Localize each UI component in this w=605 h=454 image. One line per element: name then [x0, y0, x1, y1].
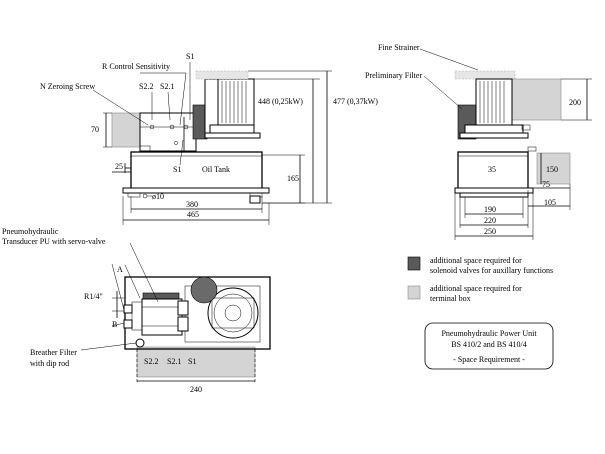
dim-250: 250 — [484, 227, 496, 236]
label-fine-strainer: Fine Strainer — [378, 43, 420, 52]
dim-220: 220 — [484, 216, 496, 225]
label-top-s21: S2.1 — [167, 357, 181, 366]
label-transducer-line1: Pneumohydraulic — [2, 227, 59, 236]
front-terminal-box-space — [195, 70, 249, 80]
front-motor — [217, 78, 255, 126]
legend-light-line2: terminal box — [430, 294, 471, 303]
front-view — [92, 62, 270, 204]
title-line3: - Space Requirement - — [453, 355, 525, 364]
dim-150: 150 — [546, 165, 558, 174]
dim-448: 448 (0,25kW) — [258, 97, 303, 106]
side-space-block-200 — [511, 78, 562, 121]
legend-light-line1: additional space required for — [430, 284, 522, 293]
label-breather-line1: Breather Filter — [30, 348, 77, 357]
label-port-a: A — [117, 265, 123, 274]
top-view — [80, 242, 271, 382]
title-box — [424, 322, 554, 370]
front-dimension-lines — [103, 70, 332, 225]
title-line2: BS 410/2 and BS 410/4 — [451, 340, 527, 349]
title-line1: Pneumohydraulic Power Unit — [441, 329, 537, 338]
dim-35: 35 — [488, 165, 496, 174]
label-r14: R1/4" — [84, 292, 103, 301]
label-transducer-line2: Transducer PU with servo-valve — [2, 237, 106, 246]
label-front-s1-top: S1 — [186, 52, 194, 61]
dim-165: 165 — [287, 174, 299, 183]
dim-200: 200 — [569, 98, 581, 107]
dim-75: 75 — [542, 180, 550, 189]
top-view-breather — [135, 338, 145, 348]
dim-240: 240 — [190, 385, 202, 394]
dim-105: 105 — [544, 198, 556, 207]
label-front-s21: S2.1 — [160, 82, 174, 91]
label-top-s1: S1 — [188, 357, 196, 366]
label-control-sensitivity: R Control Sensitivity — [102, 62, 170, 71]
legend-light-swatch — [407, 285, 421, 300]
legend-dark-swatch — [407, 256, 421, 271]
side-dimension-lines — [454, 78, 592, 240]
label-port-b: B — [112, 320, 117, 329]
side-view — [419, 48, 571, 198]
label-top-s22: S2.2 — [144, 357, 158, 366]
dim-190: 190 — [484, 205, 496, 214]
dim-70: 70 — [91, 125, 99, 134]
front-right-foot — [249, 195, 261, 204]
oil-tank-front — [130, 151, 263, 191]
label-breather-line2: with dip rod — [30, 359, 69, 368]
dim-465: 465 — [187, 210, 199, 219]
label-front-s1-bottom: S1 — [173, 165, 181, 174]
dim-477: 477 (0,37kW) — [333, 97, 378, 106]
side-terminal-box-150 — [536, 152, 571, 185]
side-terminal-box-space — [454, 70, 516, 80]
valve-block — [139, 112, 197, 152]
top-view-strainer — [190, 276, 218, 304]
dim-phi10: ø10 — [152, 192, 164, 201]
label-front-s22: S2.2 — [139, 82, 153, 91]
legend-dark-line2: solenoid valves for auxillary functions — [430, 266, 553, 275]
top-view-motor-circle — [207, 287, 259, 339]
side-motor — [475, 78, 513, 126]
legend — [407, 256, 421, 300]
dim-25: 25 — [115, 162, 123, 171]
label-preliminary-filter: Preliminary Filter — [365, 71, 422, 80]
label-oil-tank: Oil Tank — [202, 165, 230, 174]
legend-dark-line1: additional space required for — [430, 256, 522, 265]
label-zeroing-screw: N Zeroing Screw — [40, 82, 95, 91]
top-view-terminal-space — [136, 346, 256, 378]
front-left-space-block — [111, 112, 141, 148]
dim-380: 380 — [186, 200, 198, 209]
